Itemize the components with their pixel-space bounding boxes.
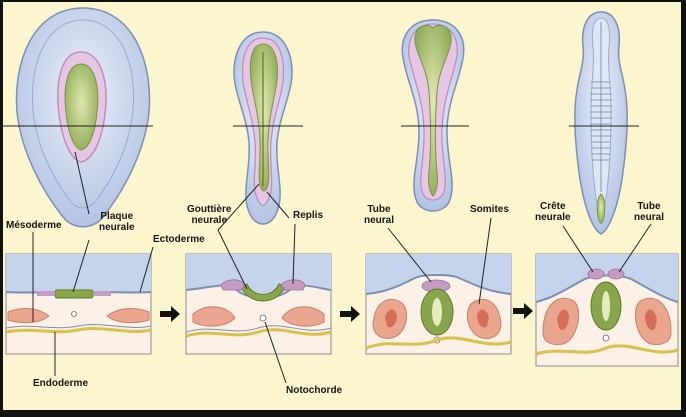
- arrow-right-icon: [340, 306, 360, 322]
- label-replis: Replis: [293, 210, 324, 221]
- section-stage-2: [185, 253, 332, 355]
- embryo-stage-1: [3, 7, 153, 228]
- section-stage-3: [365, 253, 512, 355]
- section-stage-4: [535, 253, 679, 367]
- neurulation-diagram: [3, 7, 679, 384]
- label-endoderme: Endoderme: [33, 378, 89, 389]
- label-ectoderme: Ectoderme: [153, 234, 205, 245]
- section-stage-1: [5, 253, 152, 355]
- label-tube-neural-1: Tube neural: [364, 204, 395, 226]
- arrow-right-icon: [160, 306, 180, 322]
- embryo-stage-2: [233, 31, 303, 225]
- leader-lines: [32, 151, 652, 384]
- label-plaque-neurale: Plaque neurale: [99, 211, 135, 233]
- label-crete-neurale: Crête neurale: [535, 201, 571, 223]
- label-notochorde: Notochorde: [286, 385, 343, 396]
- embryo-stage-3: [401, 19, 469, 212]
- neurulation-figure: Mésoderme Plaque neurale Ectoderme Endod…: [3, 2, 681, 410]
- embryo-stage-4: [569, 11, 639, 235]
- label-somites: Somites: [470, 204, 509, 215]
- label-tube-neural-2: Tube neural: [634, 201, 665, 223]
- label-gouttiere-neurale: Gouttière neurale: [187, 204, 232, 226]
- arrow-right-icon: [513, 303, 533, 319]
- label-mesoderme: Mésoderme: [6, 220, 62, 231]
